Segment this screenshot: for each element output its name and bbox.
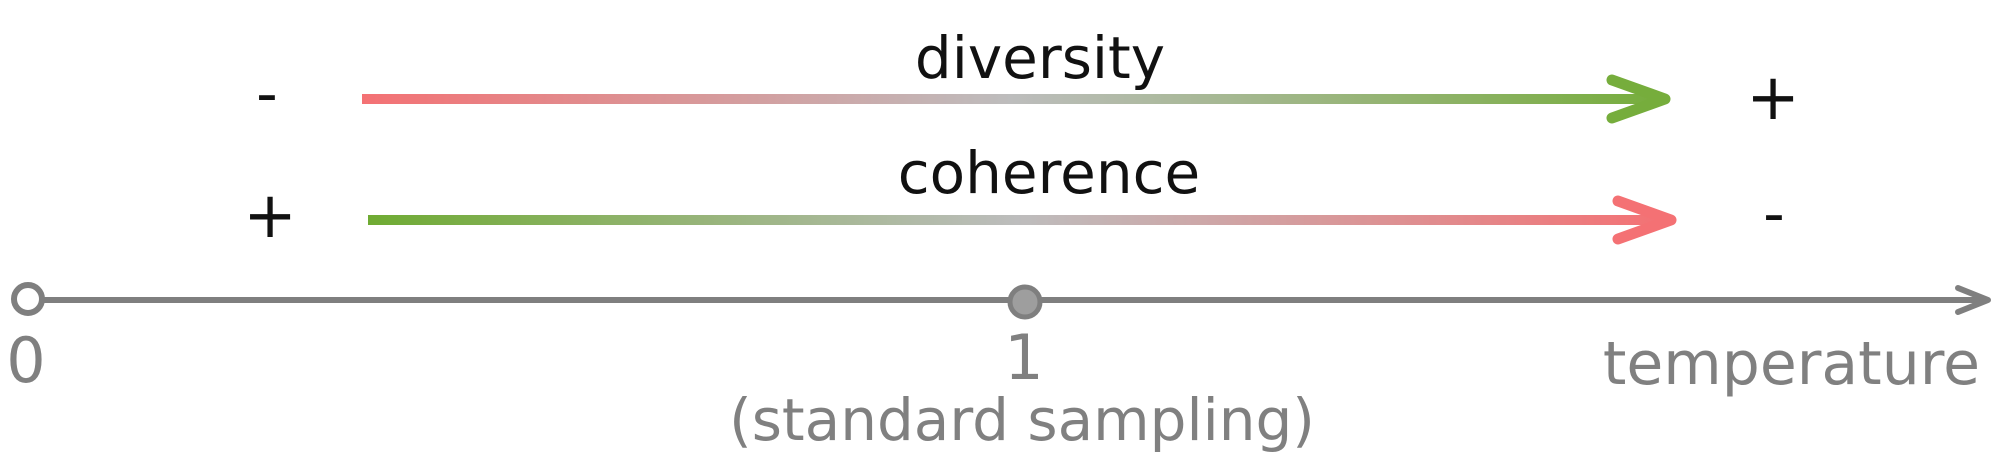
diversity-right-sign: +: [1746, 61, 1800, 135]
axis-arrowhead: [1955, 285, 1991, 315]
coherence-label: coherence: [898, 139, 1200, 207]
tick-zero-label: 0: [6, 324, 45, 397]
tick-one-note: (standard sampling): [729, 386, 1315, 454]
diversity-left-sign: -: [256, 59, 278, 129]
coherence-arrowhead: [1612, 195, 1677, 245]
axis-label: temperature: [1603, 329, 1980, 399]
coherence-right-sign: -: [1763, 179, 1785, 249]
tick-one-label: 1: [1004, 321, 1043, 394]
coherence-left-sign: +: [243, 179, 297, 253]
diversity-label: diversity: [915, 24, 1165, 92]
tick-one-marker: [1007, 284, 1043, 320]
coherence-arrow: [368, 215, 1665, 225]
temperature-axis: 0 1 (standard sampling) temperature: [6, 282, 1991, 454]
diversity-arrowhead: [1606, 74, 1671, 124]
diversity-arrow: [362, 94, 1660, 104]
tick-zero-marker: [11, 282, 45, 316]
diversity-row: diversity - +: [256, 24, 1800, 135]
coherence-row: coherence + -: [243, 139, 1785, 253]
